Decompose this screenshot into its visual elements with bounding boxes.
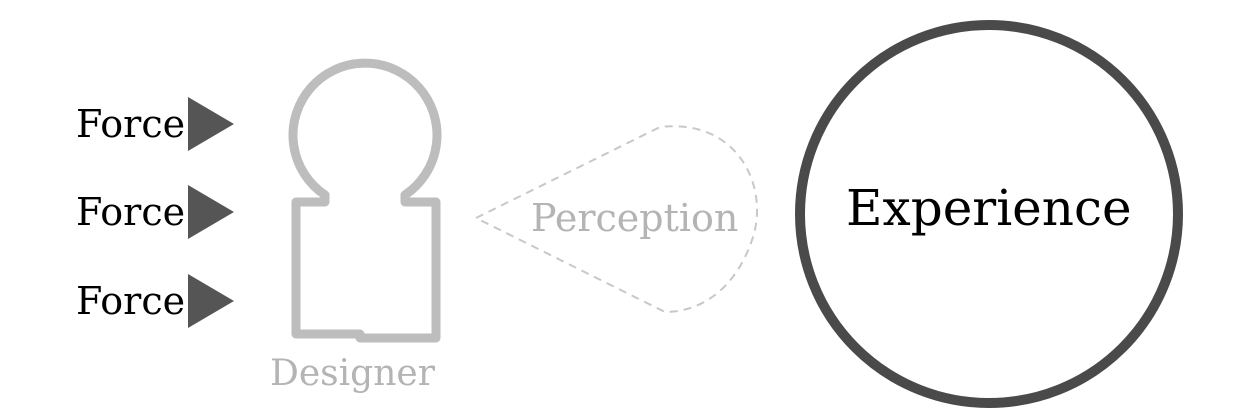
force-label-1: Force bbox=[76, 102, 186, 146]
force-label-2: Force bbox=[76, 190, 186, 234]
arrow-right-icon bbox=[188, 97, 234, 151]
eye-shape-icon bbox=[473, 125, 759, 314]
perception-label: Perception bbox=[531, 196, 739, 240]
circle-icon bbox=[795, 20, 1183, 408]
designer-label: Designer bbox=[270, 353, 435, 394]
force-label-3: Force bbox=[76, 279, 186, 323]
person-outline-icon bbox=[288, 58, 442, 343]
experience-label: Experience bbox=[846, 179, 1132, 237]
arrow-right-icon bbox=[188, 185, 234, 239]
arrow-right-icon bbox=[188, 274, 234, 328]
